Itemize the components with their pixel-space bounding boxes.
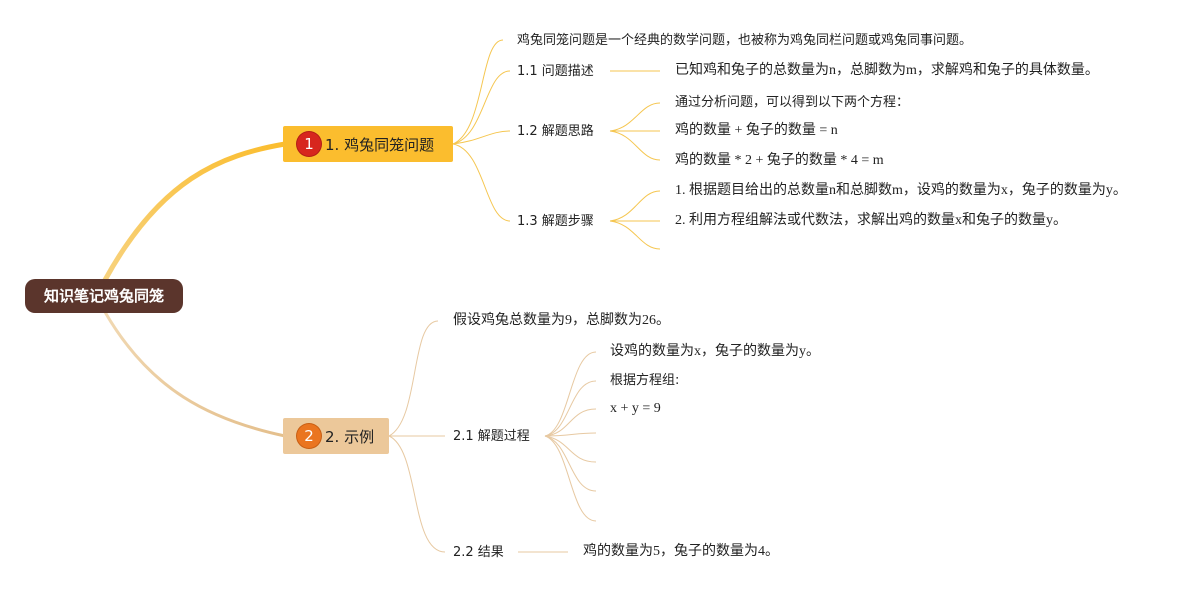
connector-s21-item3 xyxy=(544,408,597,437)
connector-s12-item3 xyxy=(609,130,661,161)
subtopic-1-3[interactable]: 1.3 解题步骤 xyxy=(517,214,594,229)
branch-topic-1[interactable]: 1 1. 鸡兔同笼问题 xyxy=(283,126,453,162)
number-badge-2-icon: 2 xyxy=(297,424,321,448)
subtopic-2-2-item[interactable]: 鸡的数量为5，兔子的数量为4。 xyxy=(583,544,779,559)
connector-b1-s12 xyxy=(452,130,511,145)
subtopic-1-2-item[interactable]: 通过分析问题，可以得到以下两个方程： xyxy=(675,95,910,110)
subtopic-1-2-item[interactable]: 鸡的数量 * 2 + 兔子的数量 * 4 = m xyxy=(675,153,884,168)
connector-s13-item1 xyxy=(609,190,661,222)
number-badge-1-icon: 1 xyxy=(297,132,321,156)
subtopic-2-1-item[interactable]: 设鸡的数量为x，兔子的数量为y。 xyxy=(610,344,820,359)
connector-s21-item1 xyxy=(544,351,597,437)
subtopic-1-2[interactable]: 1.2 解题思路 xyxy=(517,124,594,139)
subtopic-1-1[interactable]: 1.1 问题描述 xyxy=(517,64,594,79)
subtopic-1-1-item[interactable]: 已知鸡和兔子的总数量为n，总脚数为m，求解鸡和兔子的具体数量。 xyxy=(675,63,1099,78)
subtopic-1-2-item[interactable]: 鸡的数量 + 兔子的数量 = n xyxy=(675,123,838,138)
connector-s21-item6 xyxy=(544,435,597,492)
topic-intro[interactable]: 鸡兔同笼问题是一个经典的数学问题，也被称为鸡兔同栏问题或鸡兔同事问题。 xyxy=(517,33,973,48)
root-topic[interactable]: 知识笔记鸡兔同笼 xyxy=(25,279,183,313)
topic-intro[interactable]: 假设鸡兔总数量为9，总脚数为26。 xyxy=(453,313,670,328)
subtopic-2-2[interactable]: 2.2 结果 xyxy=(453,545,504,560)
subtopic-1-3-item[interactable]: 2. 利用方程组解法或代数法，求解出鸡的数量x和兔子的数量y。 xyxy=(675,213,1067,228)
branch-topic-1-label: 1. 鸡兔同笼问题 xyxy=(325,135,435,154)
subtopic-2-1-item[interactable]: x + y = 9 xyxy=(610,401,661,416)
subtopic-2-1-item[interactable]: 根据方程组: xyxy=(610,373,680,388)
connector-s13-item3 xyxy=(609,220,661,250)
connector-b1-s11 xyxy=(452,70,511,145)
connector-s21-item7 xyxy=(544,435,597,522)
branch-topic-2[interactable]: 2 2. 示例 xyxy=(283,418,389,454)
connector-b2-s22 xyxy=(388,435,446,553)
subtopic-2-1[interactable]: 2.1 解题过程 xyxy=(453,429,530,444)
branch-topic-2-label: 2. 示例 xyxy=(325,427,375,446)
subtopic-1-3-item[interactable]: 1. 根据题目给出的总数量n和总脚数m，设鸡的数量为x，兔子的数量为y。 xyxy=(675,183,1127,198)
connector-s21-item4 xyxy=(544,432,597,437)
connector-b1-s13 xyxy=(452,143,511,222)
connector-s21-item5 xyxy=(544,435,597,463)
connector-root-branch2 xyxy=(103,310,287,438)
connector-b2-intro xyxy=(388,320,439,437)
connector-root-branch1 xyxy=(102,141,288,283)
connector-b1-intro xyxy=(452,39,504,145)
connector-s12-item1 xyxy=(609,102,661,132)
connector-s21-item2 xyxy=(544,380,597,437)
